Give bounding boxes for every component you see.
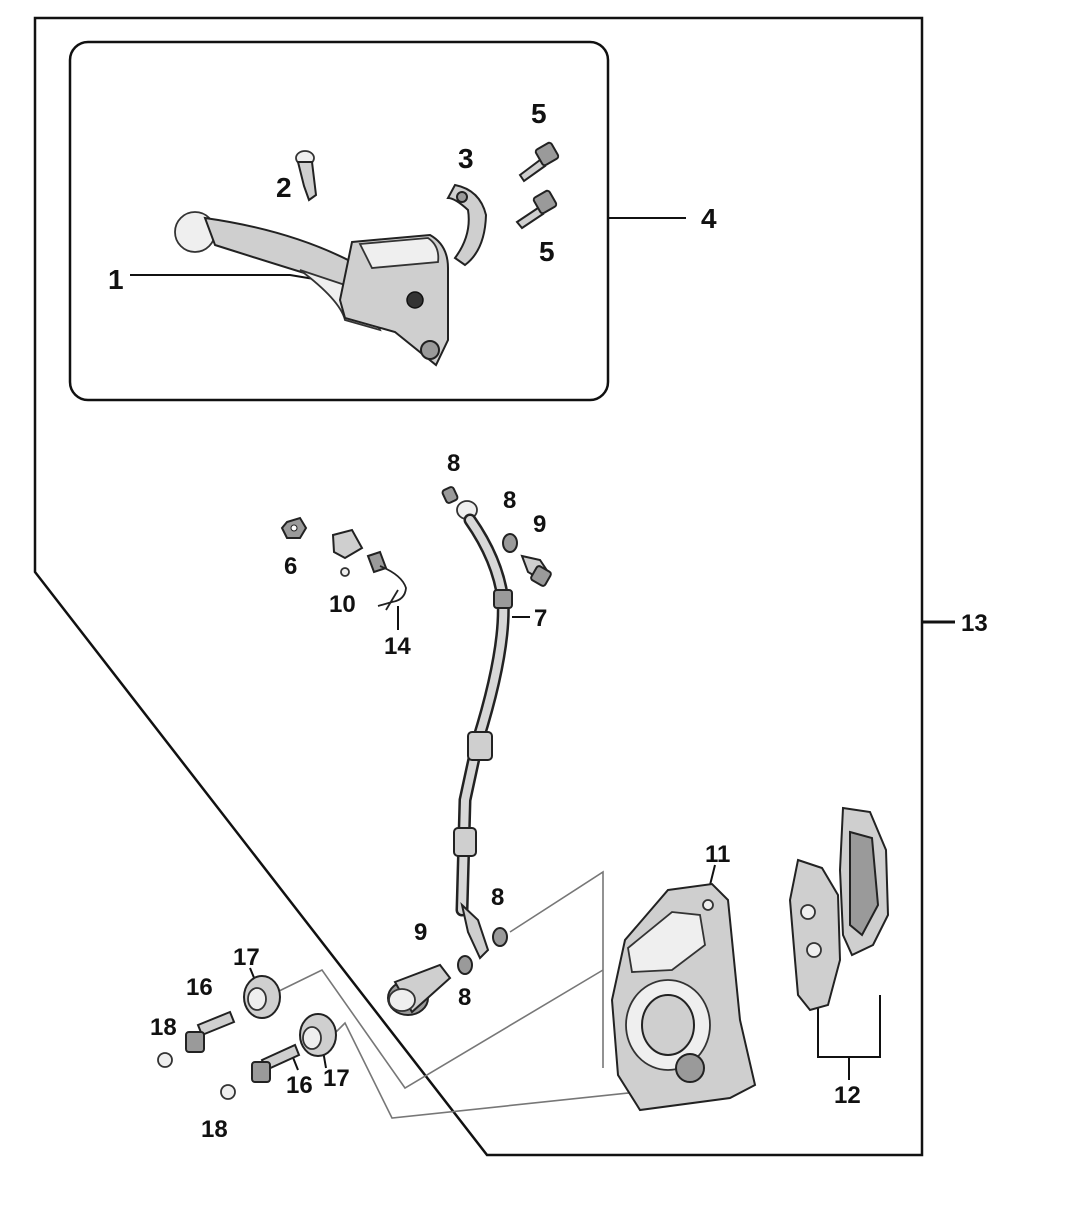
callout-1: 1 bbox=[108, 264, 124, 295]
callout-6: 6 bbox=[284, 553, 297, 580]
callout-8-lower-right: 8 bbox=[491, 884, 504, 911]
washer-18-upper bbox=[157, 1052, 173, 1068]
assembly-frame bbox=[33, 16, 924, 1157]
callout-14: 14 bbox=[384, 633, 411, 660]
brake-pad-outer bbox=[788, 858, 842, 1012]
washer-8-top-right bbox=[502, 533, 518, 553]
washer-8-lower-right bbox=[492, 927, 508, 947]
pivot-bolt bbox=[295, 150, 318, 202]
callout-11: 11 bbox=[705, 841, 730, 868]
washer-18-lower bbox=[220, 1084, 236, 1100]
callout-4: 4 bbox=[701, 203, 717, 234]
callout-5-upper: 5 bbox=[531, 98, 547, 129]
callout-12: 12 bbox=[834, 1082, 861, 1109]
washer-8-top-left bbox=[441, 486, 459, 504]
callout-2: 2 bbox=[276, 172, 292, 203]
leader-1 bbox=[130, 274, 321, 281]
callout-9-upper: 9 bbox=[533, 511, 546, 538]
sleeve-17-upper bbox=[243, 975, 281, 1019]
bolt-16-upper bbox=[185, 1010, 236, 1053]
callout-8-top-left: 8 bbox=[447, 450, 460, 477]
callout-16-upper: 16 bbox=[186, 974, 213, 1001]
leader-11 bbox=[709, 864, 716, 886]
washer-8-lower-left bbox=[457, 955, 473, 975]
brake-caliper bbox=[610, 882, 757, 1112]
master-cylinder-box bbox=[68, 40, 610, 402]
brake-switch bbox=[331, 528, 407, 611]
callout-18-lower: 18 bbox=[201, 1116, 228, 1143]
guide-line-right bbox=[509, 870, 604, 1068]
guide-line-upper bbox=[274, 968, 604, 1090]
callout-16-lower: 16 bbox=[286, 1072, 313, 1099]
guide-line-lower bbox=[329, 1021, 639, 1119]
bolt-16-lower bbox=[251, 1043, 301, 1083]
callout-17-lower: 17 bbox=[323, 1065, 350, 1092]
brake-hose bbox=[453, 500, 513, 960]
banjo-bolt-lower bbox=[387, 963, 452, 1016]
master-cylinder bbox=[338, 233, 449, 367]
callout-18-upper: 18 bbox=[150, 1014, 177, 1041]
handlebar-clamp bbox=[446, 183, 488, 267]
callout-3: 3 bbox=[458, 143, 474, 174]
brake-pad-inner bbox=[838, 806, 890, 957]
clamp-bolt-lower bbox=[515, 189, 558, 230]
callout-7: 7 bbox=[534, 605, 547, 632]
nut-6 bbox=[280, 516, 308, 539]
callout-5-lower: 5 bbox=[539, 236, 555, 267]
leader-12 bbox=[817, 995, 881, 1080]
clamp-bolt-upper bbox=[518, 141, 560, 183]
banjo-bolt-upper bbox=[520, 554, 552, 587]
callout-10: 10 bbox=[329, 591, 356, 618]
callout-8-lower-left: 8 bbox=[458, 984, 471, 1011]
callout-17-upper: 17 bbox=[233, 944, 260, 971]
callout-8-top-right: 8 bbox=[503, 487, 516, 514]
callout-9-lower: 9 bbox=[414, 919, 427, 946]
callout-13: 13 bbox=[961, 610, 988, 637]
sleeve-17-lower bbox=[299, 1013, 337, 1057]
